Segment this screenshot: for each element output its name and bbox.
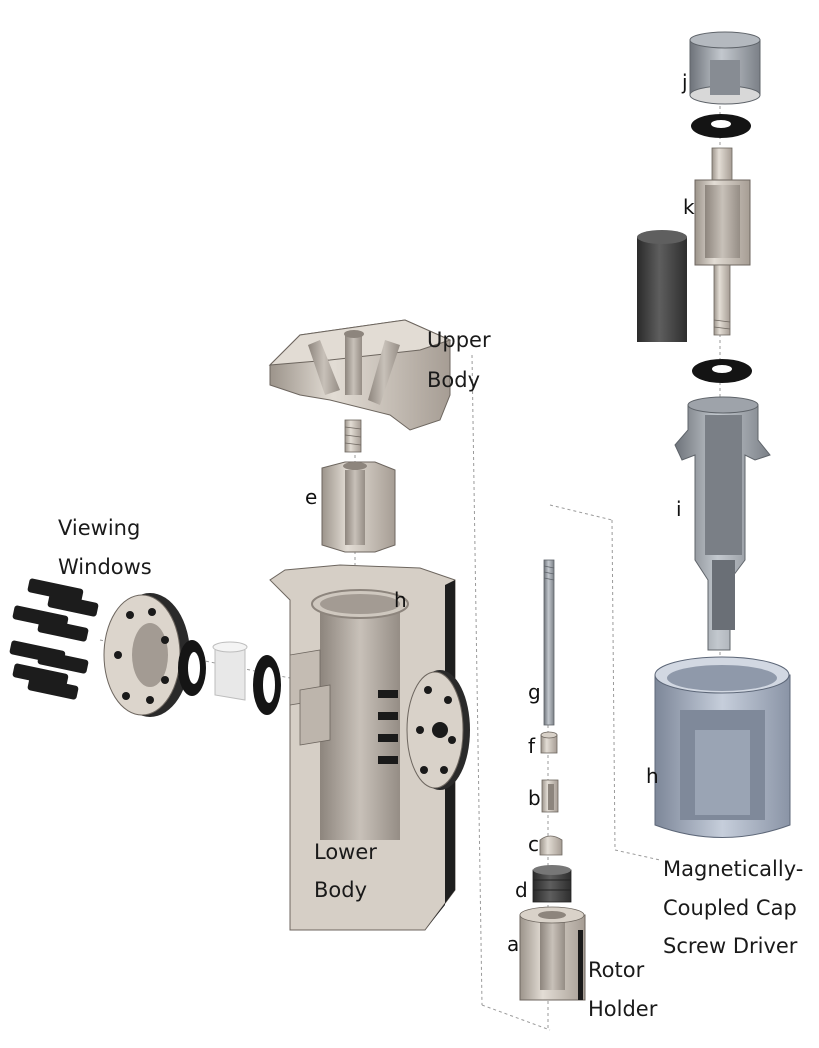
- part-h-cup: [654, 656, 791, 838]
- upper-body-part: [268, 319, 452, 431]
- letter-k: k: [683, 195, 695, 219]
- set-screw-part: [344, 419, 362, 453]
- letter-c: c: [528, 832, 539, 856]
- letter-a: a: [507, 932, 520, 956]
- right-window-flange: [378, 670, 470, 790]
- part-j-cap: [689, 31, 761, 105]
- window-bolts: [9, 578, 99, 700]
- o-ring-bottom: [692, 359, 752, 383]
- window-glass: [212, 641, 248, 701]
- part-f: [540, 731, 558, 754]
- part-c: [539, 835, 563, 856]
- part-e: [321, 461, 396, 553]
- letter-h-cup: h: [646, 764, 659, 788]
- label-lower-body-1: Lower: [314, 840, 377, 864]
- magnet-cylinder: [637, 230, 687, 342]
- label-magnetic-driver-3: Screw Driver: [663, 934, 798, 958]
- window-flange: [103, 593, 190, 717]
- part-a-rotor-holder: [519, 906, 586, 1001]
- label-rotor-holder-1: Rotor: [588, 958, 645, 982]
- lower-body-part: [269, 564, 456, 931]
- label-magnetic-driver-1: Magnetically-: [663, 857, 804, 881]
- part-d: [532, 865, 572, 903]
- letter-g: g: [528, 680, 541, 704]
- label-upper-body-2: Body: [427, 368, 481, 392]
- part-b: [541, 779, 559, 813]
- letter-e: e: [305, 485, 318, 509]
- label-rotor-holder-2: Holder: [588, 997, 658, 1021]
- letter-f: f: [528, 734, 536, 758]
- label-lower-body-2: Body: [314, 878, 368, 902]
- letter-d: d: [515, 878, 528, 902]
- letter-h-ring: h: [394, 588, 407, 612]
- part-i-housing: [674, 396, 771, 651]
- letter-i: i: [676, 497, 682, 521]
- window-gasket-2: [253, 655, 281, 715]
- o-ring-top: [691, 114, 751, 138]
- label-upper-body-1: Upper: [427, 328, 491, 352]
- letter-j: j: [682, 70, 688, 94]
- label-viewing-windows-2: Windows: [58, 555, 152, 579]
- window-gasket-1: [178, 640, 206, 696]
- label-viewing-windows-1: Viewing: [58, 516, 141, 540]
- part-g-shaft: [543, 559, 555, 726]
- part-k-magnet-holder: [694, 147, 751, 336]
- label-magnetic-driver-2: Coupled Cap: [663, 896, 797, 920]
- letter-b: b: [528, 786, 541, 810]
